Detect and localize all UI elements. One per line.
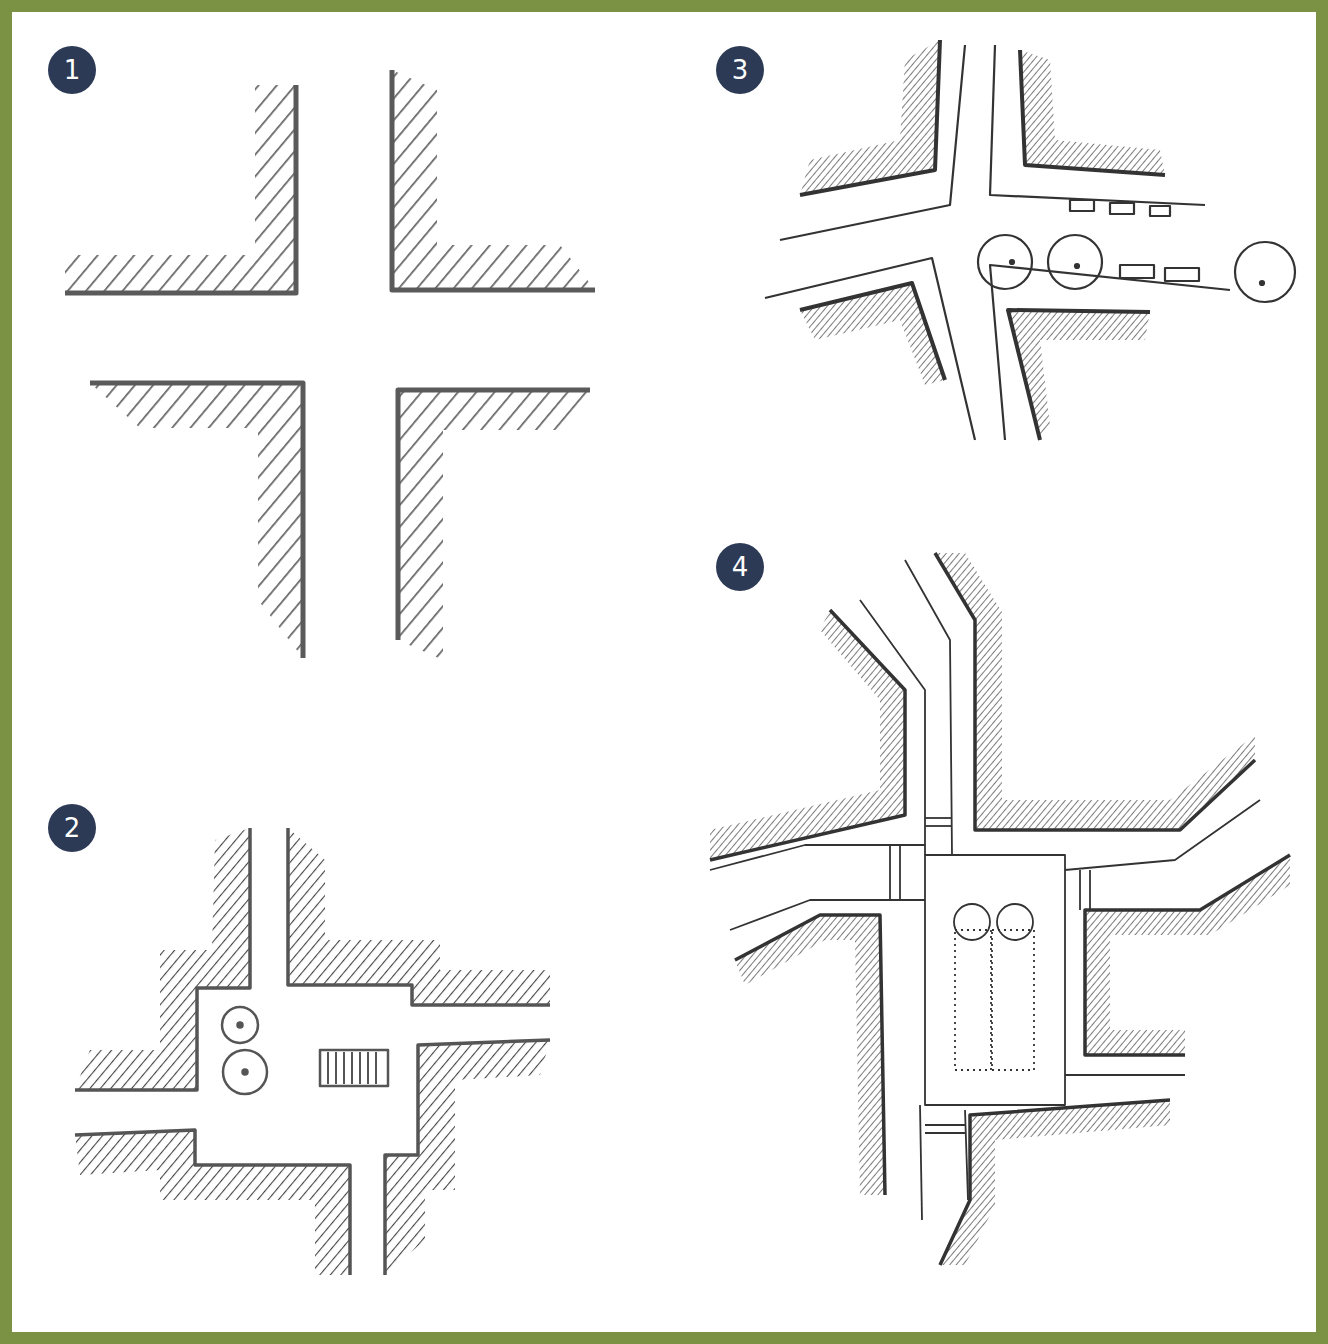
- sketch-four: [710, 553, 1290, 1265]
- page-ground: [12, 12, 1316, 1332]
- sketch-one: [65, 70, 595, 660]
- callout-text: 2: [64, 815, 81, 841]
- sketch-two: [75, 828, 550, 1275]
- callout-text: 3: [732, 57, 749, 83]
- callout-number: 2: [48, 804, 96, 852]
- callout-number: 4: [716, 543, 764, 591]
- callout-number: 1: [48, 46, 96, 94]
- callout-text: 1: [64, 57, 81, 83]
- callout-text: 4: [732, 554, 749, 580]
- sketch-three: [765, 40, 1295, 440]
- callout-number: 3: [716, 46, 764, 94]
